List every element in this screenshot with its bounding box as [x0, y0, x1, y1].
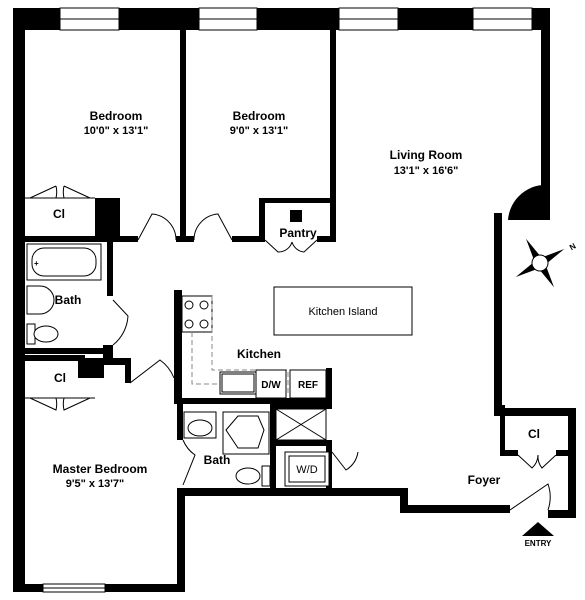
refrigerator [289, 369, 327, 399]
closet1-name: Cl [53, 207, 65, 221]
pantry-name: Pantry [279, 226, 317, 240]
bathtub: + [26, 243, 102, 281]
foyer-name: Foyer [468, 473, 501, 487]
entry-arrow-icon [522, 522, 554, 536]
dishwasher-label: D/W [261, 380, 281, 391]
master-bedroom-dims: 9'5" x 13'7" [66, 478, 124, 490]
bath2-name: Bath [204, 453, 231, 467]
washer-dryer [284, 451, 330, 487]
bedroom2-name: Bedroom [233, 109, 286, 123]
toilet-bath1 [26, 323, 59, 345]
compass-icon [515, 238, 565, 288]
bedroom1-name: Bedroom [90, 109, 143, 123]
closet2-name: Cl [54, 371, 66, 385]
sink-bath1 [26, 285, 55, 315]
refrigerator-label: REF [298, 380, 318, 391]
washer-dryer-label: W/D [296, 464, 317, 476]
interior-walls [25, 28, 574, 494]
bedroom1-dims: 10'0" x 13'1" [84, 125, 149, 137]
kitchen-name: Kitchen [237, 347, 281, 361]
exterior-walls [13, 7, 576, 593]
dishwasher [255, 369, 287, 399]
toilet-bath2 [235, 465, 271, 487]
bedroom2-dims: 9'0" x 13'1" [230, 125, 288, 137]
wd-closet-box [275, 408, 327, 441]
kitchen-island [273, 286, 413, 336]
kitchen-sink [219, 371, 257, 395]
bath1-name: Bath [55, 293, 82, 307]
kitchen-island-label: Kitchen Island [308, 306, 377, 318]
living-room-dims: 13'1" x 16'6" [394, 165, 459, 177]
master-bedroom-name: Master Bedroom [53, 462, 148, 476]
stove [181, 295, 213, 333]
doors [25, 185, 557, 511]
svg-text:+: + [34, 259, 39, 268]
sink-bath2 [183, 411, 217, 439]
shower [222, 411, 270, 455]
labels: Bedroom 10'0" x 13'1" Bedroom 9'0" x 13'… [53, 109, 578, 548]
compass-north-label: N [568, 241, 578, 252]
entry-label: ENTRY [525, 539, 552, 548]
closet3-name: Cl [528, 427, 540, 441]
living-room-name: Living Room [390, 148, 463, 162]
